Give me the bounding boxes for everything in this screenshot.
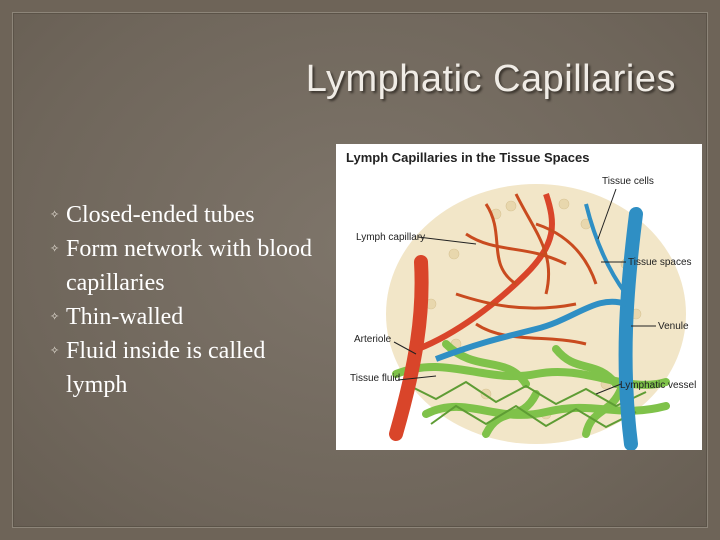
label-arteriole: Arteriole	[354, 334, 392, 345]
figure-title: Lymph Capillaries in the Tissue Spaces	[346, 150, 590, 165]
label-lymphatic-vessel: Lymphatic vessel	[620, 380, 697, 391]
bullet-icon: ✧	[50, 243, 60, 255]
bullet-list: ✧Closed-ended tubes ✧Form network with b…	[50, 198, 320, 402]
label-pointers	[393, 188, 656, 395]
bullet-item: ✧Closed-ended tubes	[50, 198, 320, 232]
bullet-item: ✧Form network with blood capillaries	[50, 232, 320, 300]
lymph-mesh	[405, 380, 647, 429]
bullet-item: ✧Thin-walled	[50, 300, 320, 334]
bullet-item: ✧Fluid inside is called lymph	[50, 334, 320, 402]
bullet-icon: ✧	[50, 345, 60, 357]
arteriole	[389, 193, 555, 441]
label-tissue-fluid: Tissue fluid	[350, 373, 401, 384]
label-tissue-cells: Tissue cells	[602, 176, 654, 187]
lymph-capillary-illustration: Lymph Capillaries in the Tissue Spaces	[336, 144, 702, 450]
bullet-icon: ✧	[50, 311, 60, 323]
slide-title: Lymphatic Capillaries	[305, 58, 676, 100]
capillary-drawing	[386, 184, 686, 450]
label-lymph-capillary: Lymph capillary	[356, 232, 426, 243]
venule	[434, 203, 643, 450]
capillary-bed	[455, 193, 598, 346]
label-venule: Venule	[658, 321, 689, 332]
label-tissue-spaces: Tissue spaces	[628, 257, 692, 268]
bullet-icon: ✧	[50, 209, 60, 221]
